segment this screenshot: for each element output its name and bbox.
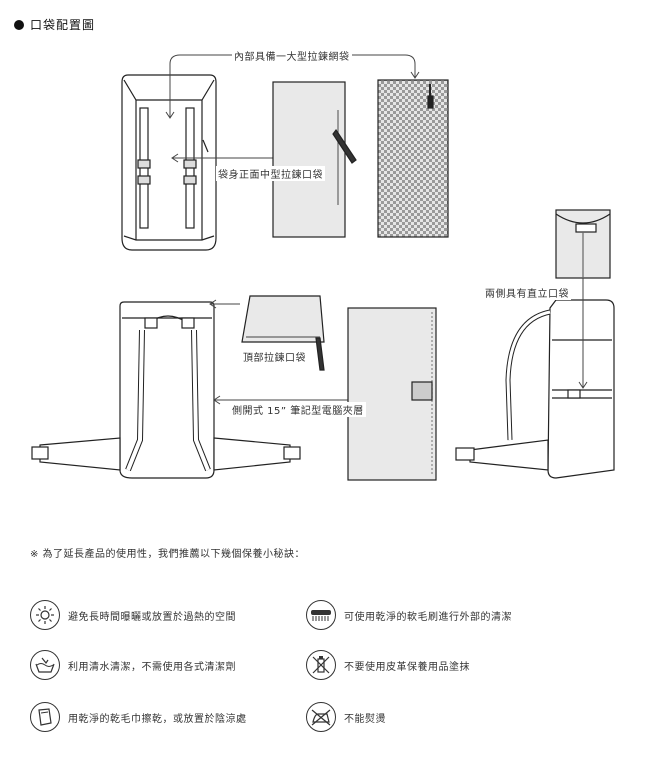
backpack-side-drawing	[455, 278, 615, 479]
callout-inner-zip-mesh: 內部具備一大型拉鍊網袋	[232, 48, 352, 63]
care-tip-soft-brush: 可使用乾淨的軟毛刷進行外部的清潔	[306, 598, 512, 632]
callout-line-top-zip	[209, 299, 240, 309]
hand-wash-icon	[30, 650, 60, 680]
care-tip-text: 可使用乾淨的軟毛刷進行外部的清潔	[344, 611, 512, 623]
brush-icon	[306, 600, 336, 630]
sun-icon	[30, 600, 60, 630]
page-title: 口袋配置圖	[30, 18, 96, 32]
side-pocket-detail	[555, 209, 611, 279]
top-pocket-panel	[241, 295, 325, 371]
care-tip-towel-dry: 用乾淨的乾毛巾擦乾，或放置於陰涼處	[30, 700, 247, 734]
care-tip-text: 不能熨燙	[344, 713, 386, 725]
care-tip-no-heat: 避免長時間曝曬或放置於過熱的空間	[30, 598, 236, 632]
no-leather-care-icon	[306, 650, 336, 680]
towel-icon	[30, 702, 60, 732]
care-tip-text: 利用清水清潔，不需使用各式清潔劑	[68, 661, 236, 673]
front-pocket-panel	[272, 81, 357, 238]
care-tip-text: 不要使用皮革保養用品塗抹	[344, 661, 470, 673]
care-tip-no-ironing: 不能熨燙	[306, 700, 386, 734]
care-tip-text: 避免長時間曝曬或放置於過熱的空間	[68, 611, 236, 623]
no-iron-icon	[306, 702, 336, 732]
care-tip-water-only: 利用清水清潔，不需使用各式清潔劑	[30, 648, 236, 682]
care-tip-text: 用乾淨的乾毛巾擦乾，或放置於陰涼處	[68, 713, 247, 725]
backpack-back-drawing	[31, 301, 301, 479]
callout-top-zip-pocket: 頂部拉鍊口袋	[241, 349, 308, 364]
callout-side-pockets: 兩側具有直立口袋	[483, 285, 571, 300]
care-tips-intro: ※ 為了延長產品的使用性，我們推薦以下幾個保養小秘訣：	[30, 549, 306, 560]
laptop-sleeve-panel	[347, 307, 437, 481]
header-bullet	[14, 20, 24, 30]
inner-mesh-panel	[377, 79, 449, 238]
backpack-front-drawing	[121, 74, 217, 251]
care-tip-no-leather-care: 不要使用皮革保養用品塗抹	[306, 648, 470, 682]
callout-front-zip-pocket: 袋身正面中型拉鍊口袋	[216, 166, 325, 181]
callout-laptop-sleeve: 側開式 15” 筆記型電腦夾層	[230, 402, 366, 417]
